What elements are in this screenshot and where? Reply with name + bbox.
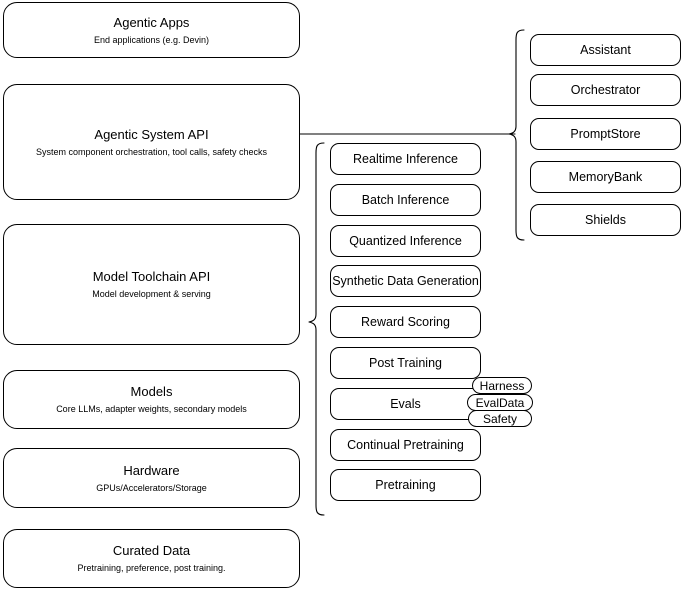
toolchain-capabilities-brace [308,142,325,516]
system-component-box-promptstore[interactable]: PromptStore [530,118,681,150]
layer-box-model-toolchain-api[interactable]: Model Toolchain API Model development & … [3,224,300,345]
system-component-box-memorybank[interactable]: MemoryBank [530,161,681,193]
eval-pill-evaldata[interactable]: EvalData [467,394,533,411]
eval-pill-safety[interactable]: Safety [468,410,532,427]
capability-box-realtime-inference[interactable]: Realtime Inference [330,143,481,175]
capability-box-synthetic-data-generation[interactable]: Synthetic Data Generation [330,265,481,297]
layer-subtitle: Pretraining, preference, post training. [77,563,226,573]
capability-box-continual-pretraining[interactable]: Continual Pretraining [330,429,481,461]
system-component-label: PromptStore [570,126,641,141]
layer-box-agentic-apps[interactable]: Agentic Apps End applications (e.g. Devi… [3,2,300,58]
layer-text-curated-data: Curated Data Pretraining, preference, po… [77,542,225,575]
system-component-label: Assistant [580,42,631,57]
capability-label: Continual Pretraining [347,437,464,452]
layer-subtitle: Core LLMs, adapter weights, secondary mo… [56,404,247,414]
layer-title: Agentic Apps [113,14,190,30]
layer-text-model-toolchain-api: Model Toolchain API Model development & … [92,268,211,301]
layer-title: Agentic System API [94,126,209,142]
eval-pill-harness[interactable]: Harness [472,377,532,394]
layer-box-hardware[interactable]: Hardware GPUs/Accelerators/Storage [3,448,300,508]
capability-label: Batch Inference [361,192,450,207]
layer-title: Models [130,384,173,399]
system-component-box-assistant[interactable]: Assistant [530,34,681,66]
system-component-box-shields[interactable]: Shields [530,204,681,236]
layer-subtitle: GPUs/Accelerators/Storage [96,482,207,493]
capability-label: Evals [390,396,421,411]
system-component-box-orchestrator[interactable]: Orchestrator [530,74,681,106]
capability-label: Pretraining [375,477,436,492]
system-component-label: Shields [585,212,626,227]
layer-title: Curated Data [112,543,191,558]
layer-text-agentic-apps: Agentic Apps End applications (e.g. Devi… [94,14,209,47]
layer-box-models[interactable]: Models Core LLMs, adapter weights, secon… [3,370,300,429]
capability-box-evals[interactable]: Evals [330,388,481,420]
layer-subtitle: End applications (e.g. Devin) [93,34,210,45]
layer-title: Hardware [123,462,180,478]
layer-box-curated-data[interactable]: Curated Data Pretraining, preference, po… [3,529,300,588]
capability-box-post-training[interactable]: Post Training [330,347,481,379]
layer-text-agentic-system-api: Agentic System API System component orch… [36,126,267,159]
layer-title: Model Toolchain API [92,269,211,284]
layer-box-agentic-system-api[interactable]: Agentic System API System component orch… [3,84,300,200]
capability-label: Post Training [369,355,442,370]
system-component-label: Orchestrator [570,82,641,97]
capability-label: Reward Scoring [361,314,450,329]
layer-subtitle: Model development & serving [92,289,211,299]
capability-label: Synthetic Data Generation [332,273,479,288]
capability-label: Quantized Inference [349,233,462,248]
layer-text-models: Models Core LLMs, adapter weights, secon… [56,383,247,416]
system-components-brace [508,29,525,241]
capability-box-quantized-inference[interactable]: Quantized Inference [330,225,481,257]
system-component-label: MemoryBank [568,169,643,184]
capability-box-pretraining[interactable]: Pretraining [330,469,481,501]
capability-box-reward-scoring[interactable]: Reward Scoring [330,306,481,338]
capability-label: Realtime Inference [353,151,458,166]
layer-text-hardware: Hardware GPUs/Accelerators/Storage [96,462,207,495]
capability-box-batch-inference[interactable]: Batch Inference [330,184,481,216]
layer-subtitle: System component orchestration, tool cal… [35,146,268,157]
